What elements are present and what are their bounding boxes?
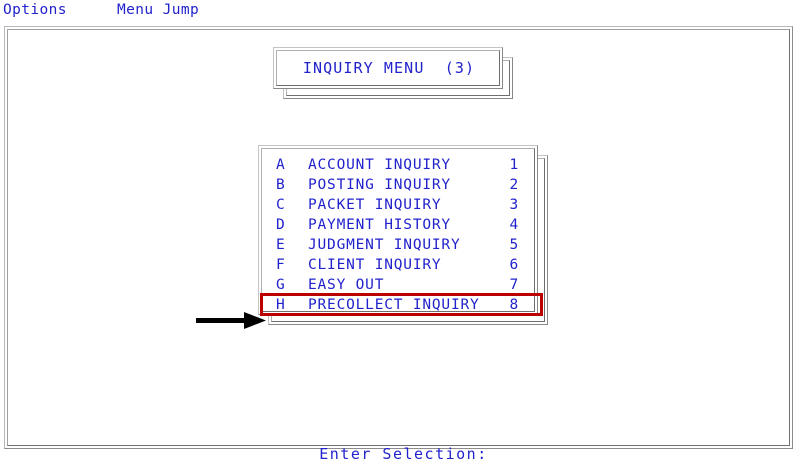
- menu-item-number: 4: [509, 217, 519, 233]
- menu-panel-inner-border: [261, 148, 535, 312]
- menu-item-key: B: [276, 177, 286, 193]
- menu-item-number: 2: [509, 177, 519, 193]
- menu-item-label: POSTING INQUIRY: [308, 177, 451, 193]
- menu-item-number: 7: [509, 277, 519, 293]
- menubar-item-options[interactable]: Options: [3, 2, 67, 18]
- menu-item-number: 8: [509, 297, 519, 313]
- menu-item-number: 6: [509, 257, 519, 273]
- menu-item-f[interactable]: F CLIENT INQUIRY 6: [267, 255, 531, 275]
- menu-item-e[interactable]: E JUDGMENT INQUIRY 5: [267, 235, 531, 255]
- menu-item-key: F: [276, 257, 286, 273]
- enter-selection-prompt: Enter Selection:: [319, 445, 488, 463]
- top-menu-bar: Options Menu Jump: [0, 0, 797, 22]
- menu-item-label: PACKET INQUIRY: [308, 197, 442, 213]
- menu-item-key: D: [276, 217, 286, 233]
- page-title: INQUIRY MENU (3): [302, 59, 476, 77]
- menu-item-key: A: [276, 157, 286, 173]
- menu-item-key: G: [276, 277, 286, 293]
- menu-item-b[interactable]: B POSTING INQUIRY 2: [267, 175, 531, 195]
- menu-item-key: H: [276, 297, 286, 313]
- menu-item-label: PAYMENT HISTORY: [308, 217, 451, 233]
- title-panel-inner-border: [276, 50, 500, 86]
- menu-item-label: EASY OUT: [308, 277, 385, 293]
- menu-item-number: 5: [509, 237, 519, 253]
- menu-item-key: C: [276, 197, 286, 213]
- right-arrow-icon: [196, 311, 268, 331]
- menu-item-label: JUDGMENT INQUIRY: [308, 237, 461, 253]
- menu-item-c[interactable]: C PACKET INQUIRY 3: [267, 195, 531, 215]
- menu-item-label: ACCOUNT INQUIRY: [308, 157, 451, 173]
- menu-item-a[interactable]: A ACCOUNT INQUIRY 1: [267, 155, 531, 175]
- menu-item-number: 3: [509, 197, 519, 213]
- inquiry-menu-title-panel: INQUIRY MENU (3): [273, 47, 503, 89]
- menu-item-key: E: [276, 237, 286, 253]
- menu-item-label: PRECOLLECT INQUIRY: [308, 297, 480, 313]
- menu-item-g[interactable]: G EASY OUT 7: [267, 275, 531, 295]
- menu-item-number: 1: [509, 157, 519, 173]
- menubar-item-menu-jump[interactable]: Menu Jump: [117, 2, 200, 18]
- menu-item-h[interactable]: H PRECOLLECT INQUIRY 8: [260, 293, 543, 316]
- menu-item-d[interactable]: D PAYMENT HISTORY 4: [267, 215, 531, 235]
- menu-item-label: CLIENT INQUIRY: [308, 257, 442, 273]
